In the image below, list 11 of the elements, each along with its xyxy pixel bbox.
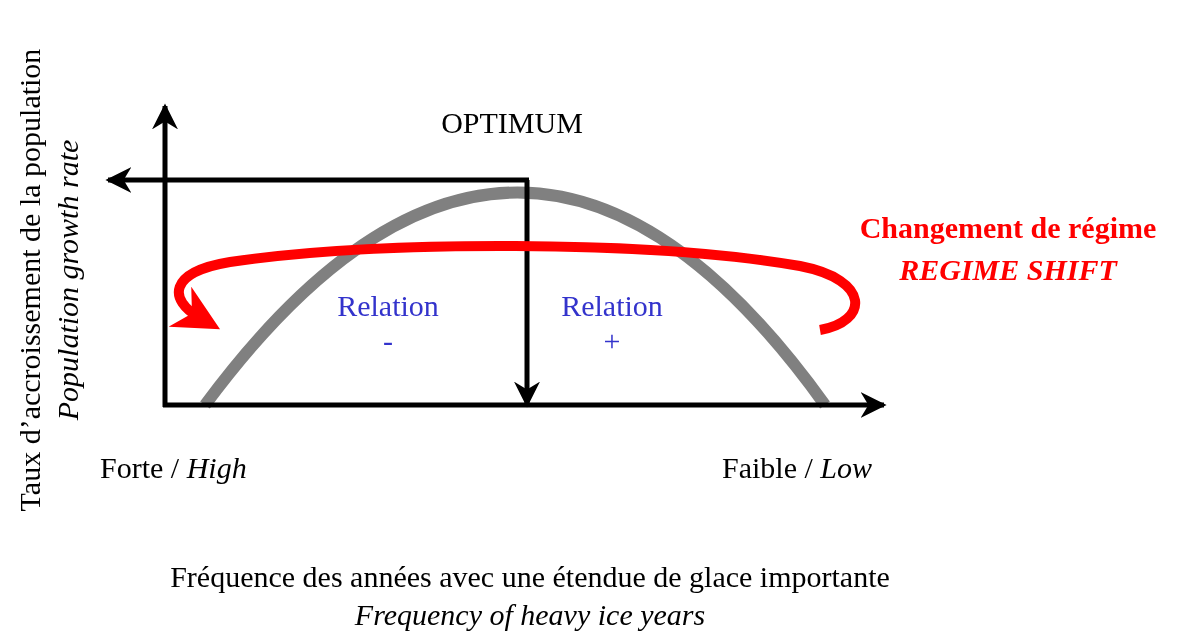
shift-label: Changement de régime bbox=[859, 210, 1157, 246]
peak-label: OPTIMUM bbox=[441, 105, 583, 141]
shift-label: REGIME SHIFT bbox=[899, 252, 1117, 288]
relation-label: Relation + bbox=[560, 288, 664, 358]
axis-title: Population growth rate bbox=[50, 139, 85, 421]
axis-title: Fréquence des années avec une étendue de glace importante bbox=[170, 559, 890, 595]
category-label: Faible / Low bbox=[722, 450, 873, 486]
axis-title: Taux d’accroissement de la population bbox=[12, 48, 47, 512]
relation-label: Relation - bbox=[336, 288, 440, 358]
category-label: Forte / High bbox=[100, 450, 247, 486]
axis-title: Frequency of heavy ice years bbox=[354, 597, 706, 633]
